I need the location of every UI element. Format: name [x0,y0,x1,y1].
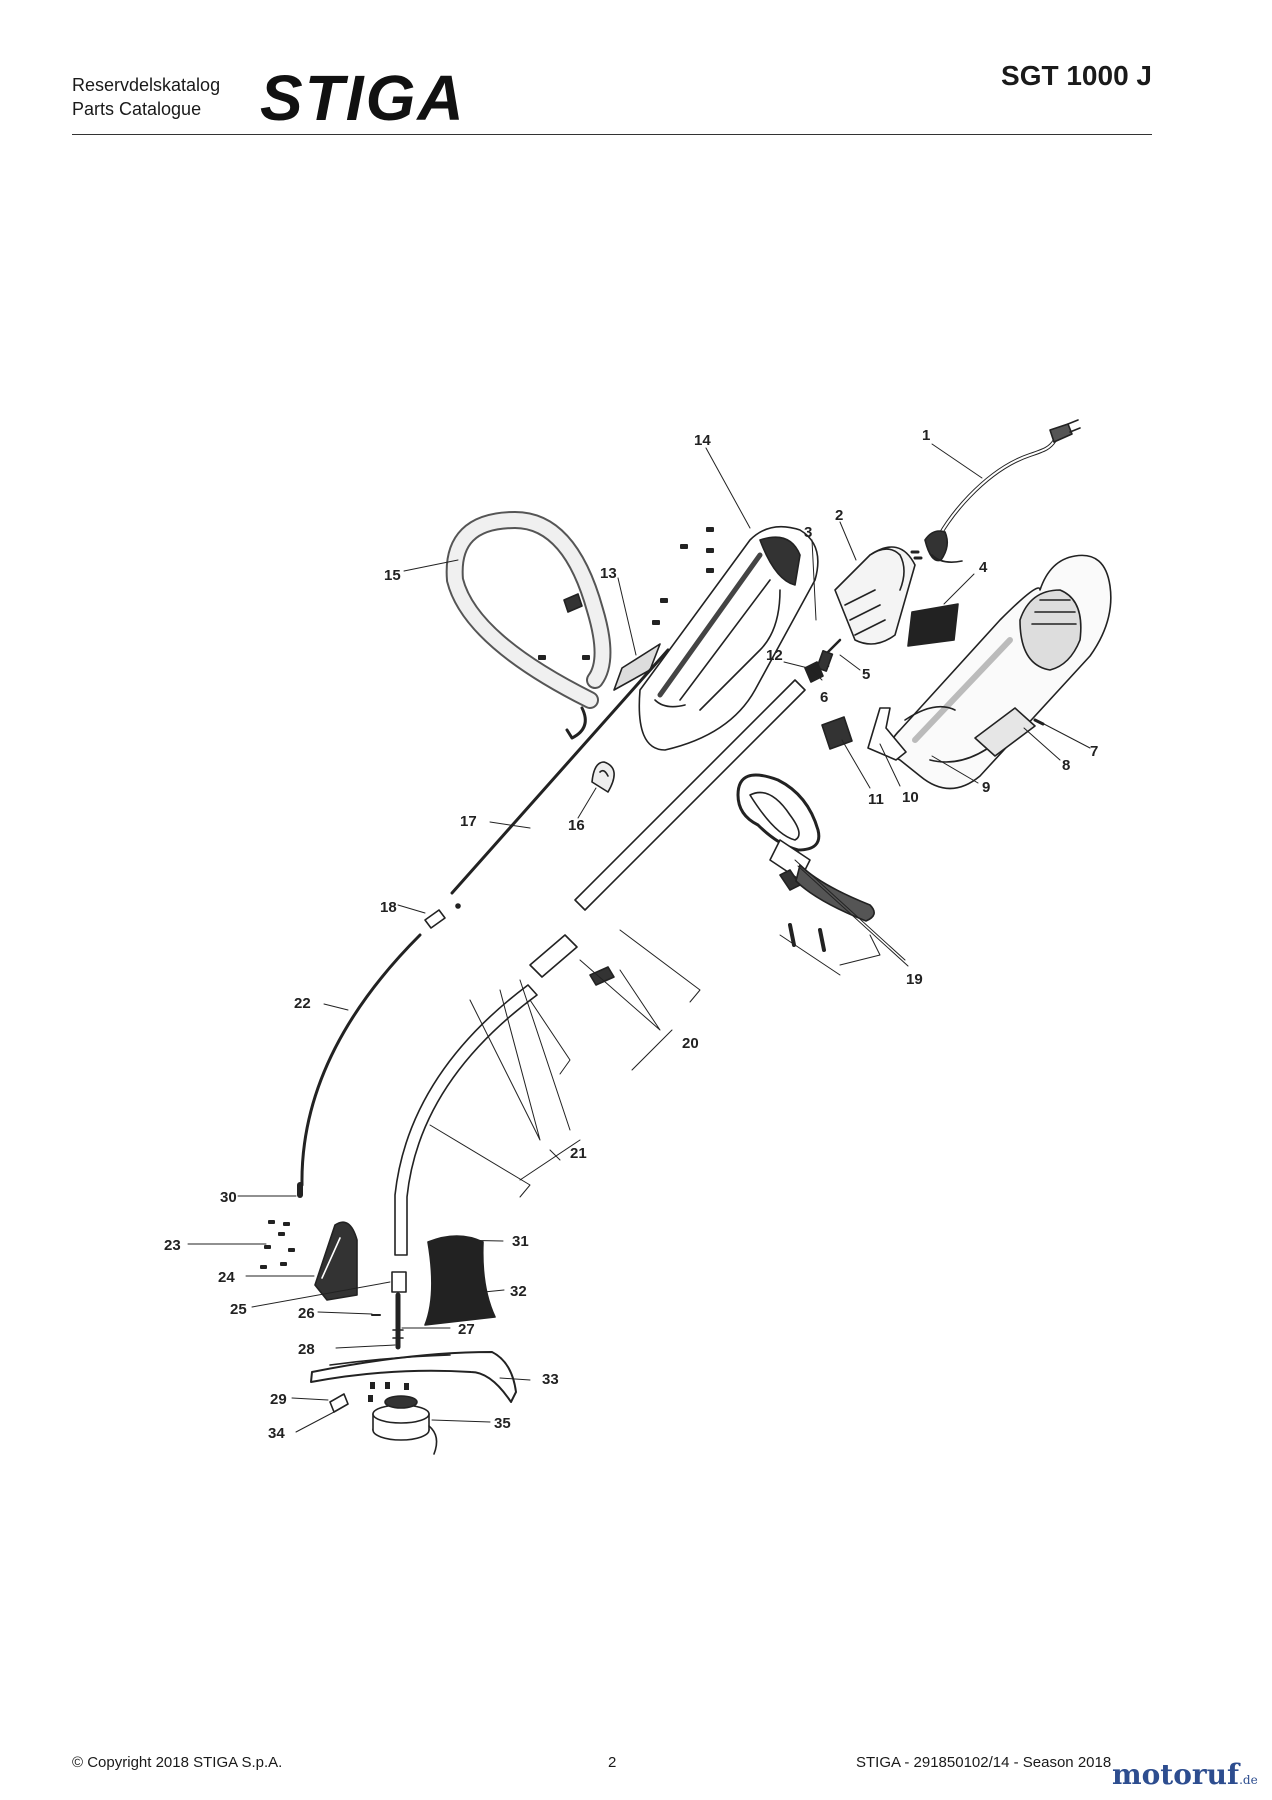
callout-2: 2 [835,507,843,524]
callout-8: 8 [1062,757,1070,774]
model-name: SGT 1000 J [1001,60,1152,91]
callout-27: 27 [458,1321,475,1338]
watermark-tld: .de [1239,1773,1258,1787]
rating-label [907,603,959,647]
callout-15: 15 [384,567,401,584]
callout-28: 28 [298,1341,315,1358]
motor [816,546,916,672]
callout-26: 26 [298,1305,315,1322]
brand-logo-text: STIGA [260,62,466,130]
power-cord [933,438,1057,547]
callout-14: 14 [694,432,711,449]
cord-strain-relief [924,530,949,562]
housing-screws [538,527,714,679]
callout-12: 12 [766,647,783,664]
switch-cover [974,707,1036,757]
power-plug [1049,423,1073,443]
callout-17: 17 [460,813,477,830]
lower-curved-tube [394,984,538,1256]
callout-35: 35 [494,1415,511,1432]
catalogue-title-sv: Reservdelskatalog [72,75,221,95]
auxiliary-handle [736,773,909,967]
callout-34: 34 [268,1425,285,1442]
callout-7: 7 [1090,743,1098,760]
callout-23: 23 [164,1237,181,1254]
callout-13: 13 [600,565,617,582]
callout-16: 16 [568,817,585,834]
stiga-logo: STIGA [260,62,466,130]
callout-31: 31 [512,1233,529,1250]
watermark-main: motoruf [1112,1758,1240,1791]
callout-19: 19 [906,971,923,988]
tube-coupling [529,934,578,978]
trimmer-spool-head [372,1395,438,1455]
callout-29: 29 [270,1391,287,1408]
callout-32: 32 [510,1283,527,1300]
line-cutter-clip [329,1393,349,1413]
callout-10: 10 [902,789,919,806]
callout-1: 1 [922,427,930,444]
strap-hook [591,761,615,793]
callout-11: 11 [868,791,884,808]
callout-33: 33 [542,1371,559,1388]
page-number: 2 [608,1754,617,1771]
guard-screws [260,1220,295,1269]
switch [821,716,853,750]
callout-20: 20 [682,1035,699,1052]
document-reference: STIGA - 291850102/14 - Season 2018 [856,1754,1112,1771]
leader-lines [187,443,1091,1433]
callout-24: 24 [218,1269,235,1286]
power-cord-inner [934,439,1056,546]
guard-cone [424,1235,496,1326]
callout-3: 3 [804,524,812,541]
callout-9: 9 [982,779,990,796]
callout-4: 4 [979,559,988,576]
housing-right-half [889,554,1112,790]
catalogue-title-en: Parts Catalogue [72,99,202,119]
callout-5: 5 [862,666,870,683]
callout-25: 25 [230,1301,247,1318]
drive-shaft [450,648,670,895]
guard-bracket [314,1221,358,1301]
callout-21: 21 [570,1145,587,1162]
switch-trigger [867,707,907,761]
housing-left-half [638,525,819,751]
flex-shaft-lower [300,933,422,1187]
copyright-notice: © Copyright 2018 STIGA S.p.A. [72,1754,283,1771]
upper-tube [574,679,806,911]
watermark-logo: motoruf.de [1112,1758,1258,1791]
coupling-sleeve [391,1271,407,1293]
group-brackets [429,929,881,1198]
page-header: Reservdelskatalog Parts Catalogue STIGA … [72,60,1152,135]
callout-30: 30 [220,1189,237,1206]
callout-6: 6 [820,689,828,706]
callout-18: 18 [380,899,397,916]
callout-22: 22 [294,995,311,1012]
shaft-connector [424,909,446,929]
